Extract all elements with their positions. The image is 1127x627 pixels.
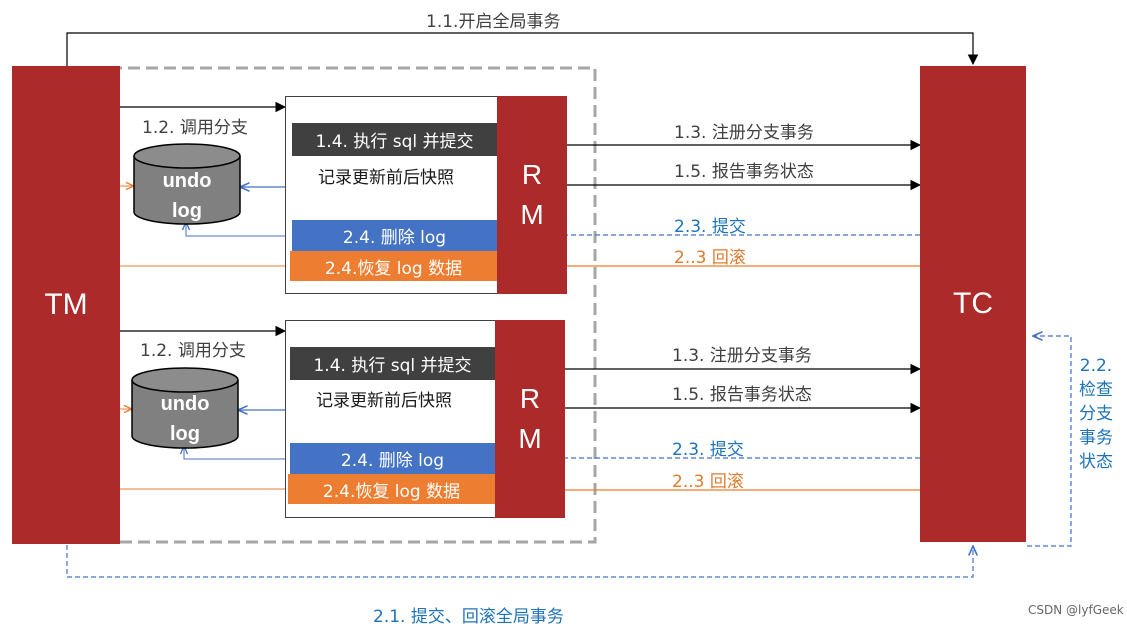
watermark: CSDN @lyfGeek [1028,603,1124,617]
delete-log-arrow-1 [186,222,292,237]
call-branch-label-2: 1.2. 调用分支 [140,341,246,361]
global-commit-label: 2.1. 提交、回滚全局事务 [373,607,564,627]
undo-log-label-2: undo log [160,393,210,445]
delete-log-2: 2.4. 删除 log [290,443,495,474]
check-branch-label: 2.2. 检查 分支 事务 状态 [1079,356,1113,472]
undo-log-label-1: undo log [162,170,212,222]
check-branch-arrow [1027,336,1072,547]
tc-label: TC [953,287,993,320]
commit-label-2: 2.3. 提交 [672,440,744,460]
rollback-label-1: 2..3 回滚 [674,248,746,268]
global-commit-arrow [66,545,973,578]
call-branch-label-1: 1.2. 调用分支 [142,118,248,138]
snapshot-label-1: 记录更新前后快照 [318,168,454,188]
begin-global-arrow [66,32,979,66]
restore-log-1: 2.4.恢复 log 数据 [290,251,497,281]
begin-global-label: 1.1.开启全局事务 [426,12,561,32]
rm-bar-1: R M [497,96,567,294]
undo-log-db-2 [131,367,239,449]
exec-sql-2: 1.4. 执行 sql 并提交 [290,347,495,380]
rollback-label-2: 2..3 回滚 [672,472,744,492]
commit-label-1: 2.3. 提交 [674,217,746,237]
rm-bar-2: R M [495,320,565,518]
snapshot-label-2: 记录更新前后快照 [316,391,452,411]
exec-sql-1: 1.4. 执行 sql 并提交 [292,123,497,156]
restore-log-2: 2.4.恢复 log 数据 [288,474,495,504]
report-status-label-2: 1.5. 报告事务状态 [672,385,812,405]
report-status-label-1: 1.5. 报告事务状态 [674,162,814,182]
tm-label: TM [44,288,88,321]
undo-log-db-1 [133,143,241,225]
tm-bar: TM [12,66,120,544]
register-branch-label-1: 1.3. 注册分支事务 [674,123,814,143]
delete-log-1: 2.4. 删除 log [292,220,497,251]
tc-bar: TC [920,66,1026,542]
register-branch-label-2: 1.3. 注册分支事务 [672,346,812,366]
delete-log-arrow-2 [184,446,290,460]
